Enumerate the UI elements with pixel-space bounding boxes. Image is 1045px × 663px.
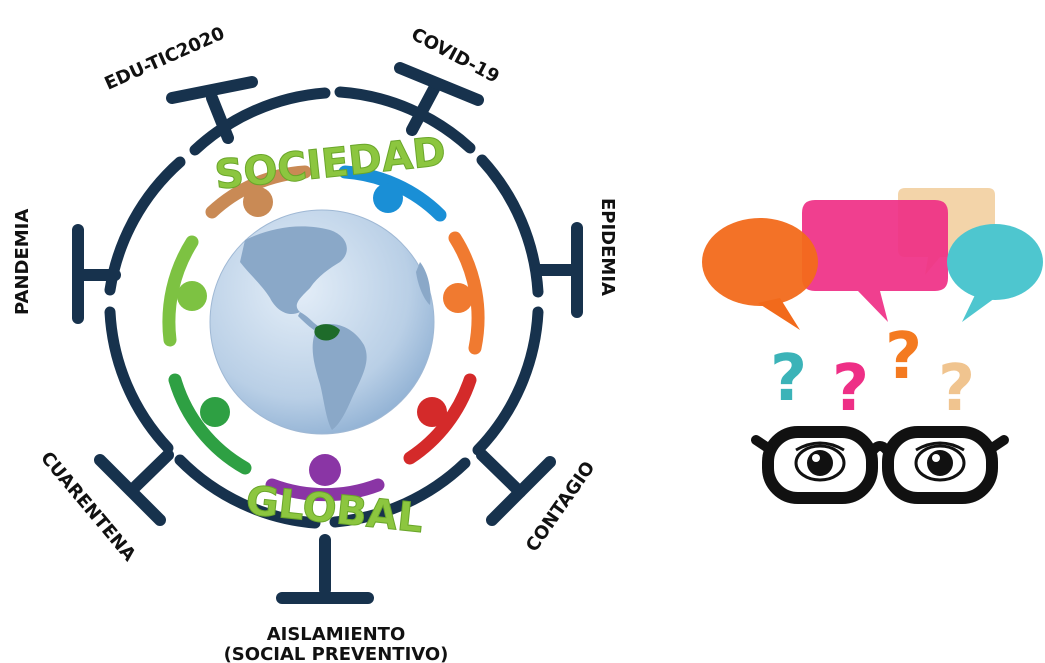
virus-emblem: SOCIEDAD GLOBAL EDU-TIC2020 COVID-19 PAN… [12,23,618,663]
question-mark-orange-icon: ? [885,320,922,394]
eye-left-icon [794,441,846,482]
speech-bubbles [702,188,1043,330]
people-ring [162,165,485,502]
bubble-pink-icon [802,200,948,322]
label-pandemia: PANDEMIA [12,209,33,315]
globe [209,209,435,435]
continent-north-america [240,226,347,315]
label-edu-tic2020: EDU-TIC2020 [101,23,227,95]
question-marks: ? ? ? ? [770,320,975,426]
virus-spikes [72,62,583,604]
arc-word-bottom: GLOBAL [244,478,426,542]
venezuela-highlight [314,324,340,341]
question-mark-teal-icon: ? [770,342,807,416]
bubble-orange-icon [702,218,818,306]
eye-right-icon [914,441,966,482]
label-cuarentena: CUARENTENA [36,448,140,566]
bubble-teal-icon [947,224,1043,300]
label-epidemia: EPIDEMIA [597,198,618,296]
question-mark-tan-icon: ? [938,352,975,426]
label-social-preventivo: (SOCIAL PREVENTIVO) [224,644,449,663]
question-mark-pink-icon: ? [832,352,869,426]
continent-south-america [312,324,367,430]
virus-ring [104,86,544,529]
glasses-icon [751,426,1009,504]
label-aislamiento: AISLAMIENTO [267,624,406,645]
thinking-illustration: ? ? ? ? [702,188,1043,504]
